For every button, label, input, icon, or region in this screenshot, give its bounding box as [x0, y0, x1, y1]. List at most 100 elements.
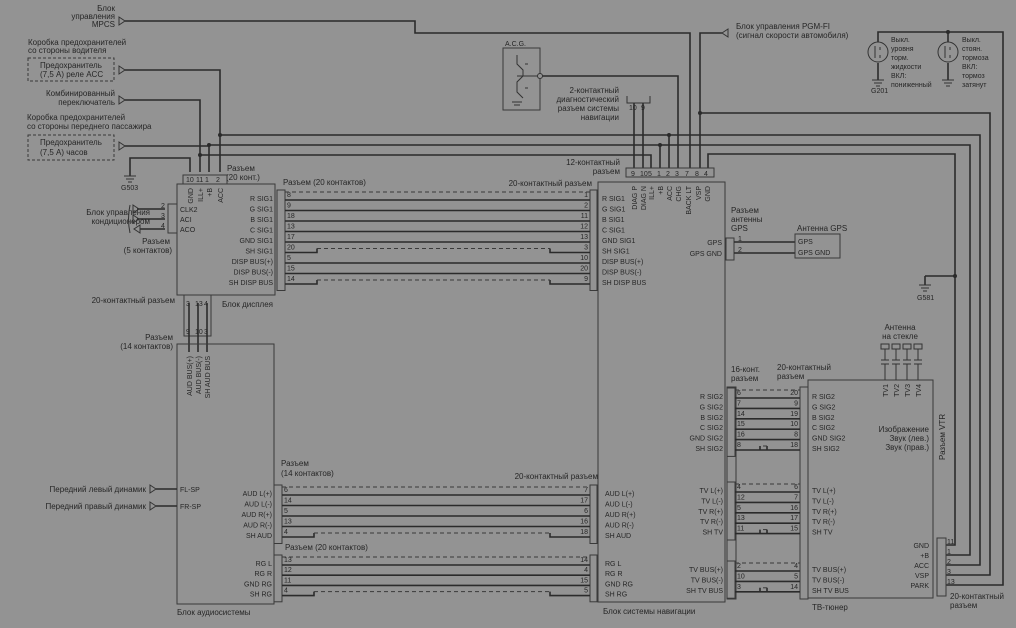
wire-ill [125, 99, 201, 172]
nav-top-conn-label: разъем [593, 167, 620, 176]
signal-label: SH RG [605, 592, 627, 599]
audio-bus-pin-label: AUD BUS(+) [187, 356, 194, 396]
tuner-output-label: Звук (прав.) [885, 443, 929, 452]
wire-mpcs-backlt [125, 20, 691, 168]
tuner-right-conn-label: 20-контактный [950, 592, 1004, 601]
audio-nav-conn-right-label: 20-контактный разъем [515, 472, 598, 481]
pin-number: 6 [284, 487, 288, 494]
signal-label: RG R [255, 571, 273, 578]
pin-number: 11 [581, 213, 588, 220]
pin-number: 9 [186, 329, 190, 336]
connector [589, 189, 598, 291]
display-top-pin-label: ACC [218, 188, 225, 203]
pin-number: 2 [584, 203, 588, 210]
glass-antenna-icon [902, 343, 912, 380]
audio-bus-pin-label: SH AUD BUS [205, 356, 212, 399]
display-top-pin-label: GND [188, 188, 195, 204]
pin-number: 13 [580, 234, 588, 241]
tv-tuner-label: ТВ-тюнер [812, 603, 848, 612]
nav-top-pin-label: DIAG N [641, 186, 648, 210]
brake-fluid-switch-label: уровня [891, 46, 914, 53]
fusebox-driver-label: Коробка предохранителей [28, 38, 126, 47]
signal-label: TV BUS(+) [812, 567, 846, 574]
antenna-pin-label: TV1 [883, 384, 890, 397]
combo-switch-label: Комбинированный [46, 89, 115, 98]
signal-label: TV R(+) [698, 509, 723, 516]
conn5-label: (5 контактов) [124, 246, 173, 255]
brake-fluid-switch-label: ВКЛ: [891, 73, 906, 80]
pin-number: 13 [195, 301, 203, 308]
wire-vsp-bus [700, 112, 991, 576]
fusebox-passenger-label: со стороны переднего пассажира [27, 122, 152, 131]
signal-label: TV BUS(+) [689, 567, 723, 574]
pin-number: 1 [738, 236, 742, 243]
pin-number: 10 [195, 329, 203, 336]
pin-number: 5 [794, 573, 798, 580]
signal-label: AUD L(+) [243, 491, 272, 498]
signal-label: TV BUS(-) [812, 577, 844, 584]
fuse-acc-label: (7,5 А) реле ACC [40, 70, 103, 79]
junction-dots [198, 30, 957, 278]
acg-transistor-icon [512, 55, 543, 106]
audio-block [176, 343, 275, 605]
wire-chg [540, 75, 679, 168]
ac-wires [137, 208, 165, 230]
antenna-pin-label: TV4 [916, 384, 923, 397]
connector [726, 560, 736, 599]
nav-top-pin-label: ACC [667, 186, 674, 201]
wire-ill-bus [200, 154, 652, 168]
display-top-pin-label: +B [207, 188, 214, 197]
pin-number: 15 [790, 526, 798, 533]
pin-number: 9 [287, 203, 291, 210]
signal-label: RG L [605, 561, 621, 568]
pin-number: 20 [580, 266, 588, 273]
fuse-clock-label: (7,5 А) часов [40, 148, 88, 157]
pin-number: 16 [580, 519, 588, 526]
speaker-pin-label: FR-SP [180, 504, 201, 511]
antenna-pin-label: TV3 [905, 384, 912, 397]
pin-number: 5 [284, 508, 288, 515]
wire-park [877, 31, 1004, 586]
signal-label: GND SIG1 [240, 238, 274, 245]
signal-label: DISP BUS(+) [602, 259, 643, 266]
pin-number: 4 [737, 484, 741, 491]
pin-number: 7 [737, 400, 741, 407]
wire-plus-b-bus [209, 144, 971, 556]
audio-nav-conn-left-label: Разъем [281, 459, 309, 468]
pin-number: 8 [287, 192, 291, 199]
signal-label: B SIG1 [250, 217, 273, 224]
pin-number: 16 [737, 432, 745, 439]
pgmfi-arrow-icon [721, 28, 729, 38]
pin-number: 15 [287, 266, 295, 273]
signal-label: C SIG2 [700, 425, 723, 432]
tuner-output-label: Звук (лев.) [889, 434, 929, 443]
signal-label: TV R(+) [812, 509, 837, 516]
signal-label: GND RG [244, 581, 272, 588]
nav-top-pin-label: BACK LT [686, 185, 693, 214]
audio-bus-pin-label: AUD BUS(-) [196, 356, 203, 394]
connector [276, 189, 286, 291]
wire-plus-b [125, 145, 210, 172]
g581-label: G581 [917, 295, 934, 302]
wire-vsp-pgmfi [699, 32, 722, 168]
front-left-speaker-label: Передний левый динамик [50, 485, 147, 494]
pin-number: 3 [675, 171, 679, 178]
pin-number: 8 [737, 442, 741, 449]
pin-number: 3 [947, 569, 951, 576]
pin-number: 16 [790, 505, 798, 512]
signal-label: DISP BUS(+) [232, 259, 273, 266]
pin-number: 5 [584, 588, 588, 595]
speaker-pin-label: FL-SP [180, 487, 200, 494]
pin-number: 14 [790, 584, 798, 591]
pin-number: 4 [704, 171, 708, 178]
tuner-right-pin-label: GND [913, 543, 929, 550]
display-nav-conn-right-label: 20-контактный разъем [509, 179, 592, 188]
shield-wire [282, 533, 590, 538]
signal-label: TV L(-) [701, 498, 723, 505]
display-ac-connector [167, 203, 178, 234]
pin-number: 4 [161, 223, 165, 230]
brake-fluid-switch-label: пониженный [891, 81, 932, 89]
pin-number: 3 [584, 245, 588, 252]
nav-block [597, 181, 726, 603]
pin-number: 18 [287, 213, 295, 220]
